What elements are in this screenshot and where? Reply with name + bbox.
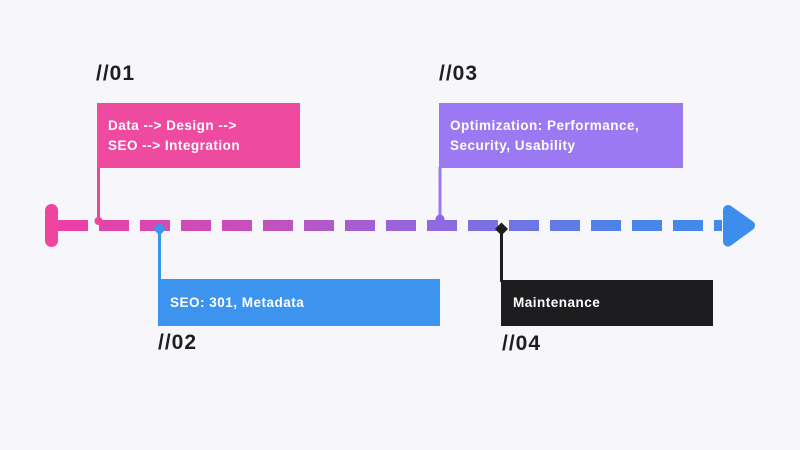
milestone-01-connector-dot (94, 217, 103, 225)
milestone-02-label: //02 (158, 331, 198, 354)
milestone-02-box: SEO: 301, Metadata (158, 279, 440, 326)
milestone-01-box: Data --> Design --> SEO --> Integration (97, 103, 300, 168)
milestone-03-box: Optimization: Performance, Security, Usa… (439, 103, 683, 168)
milestone-01-text-line1: Data --> Design --> (108, 117, 237, 133)
timeline-arrowhead-icon (723, 205, 755, 247)
milestone-03-connector-dot (435, 214, 445, 224)
milestone-03-label: //03 (439, 62, 479, 85)
milestone-04-text-line1: Maintenance (513, 295, 601, 310)
milestone-02-text-line1: SEO: 301, Metadata (170, 294, 305, 310)
milestone-03-text-line2: Security, Usability (450, 137, 576, 153)
milestone-04-connector-diamond (495, 222, 508, 236)
milestone-01-text-line2: SEO --> Integration (108, 137, 241, 153)
milestone-04-box: Maintenance (501, 280, 713, 326)
milestone-03-text-line1: Optimization: Performance, (450, 117, 640, 133)
milestone-02-connector-diamond (153, 222, 166, 236)
milestone-01-label: //01 (96, 62, 136, 85)
timeline-start-cap (45, 204, 58, 247)
milestone-04-label: //04 (502, 332, 542, 355)
